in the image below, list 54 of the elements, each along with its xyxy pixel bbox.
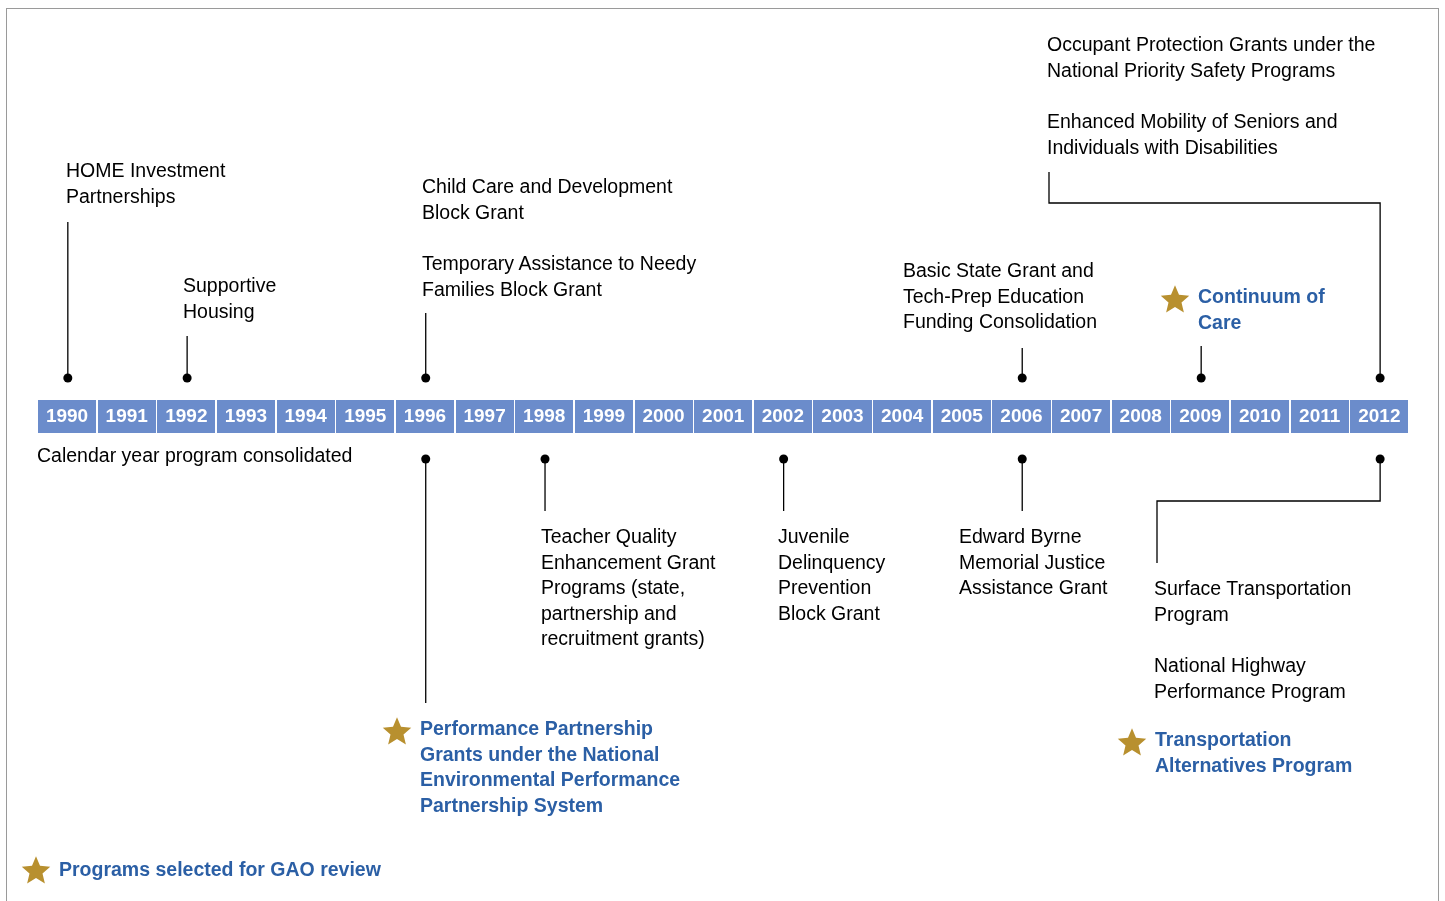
year-cell: 1991 — [97, 400, 156, 433]
leader-line — [182, 335, 192, 383]
year-cell: 2005 — [932, 400, 991, 433]
year-cell: 1992 — [157, 400, 216, 433]
year-cell: 2000 — [634, 400, 693, 433]
year-cell: 2003 — [813, 400, 872, 433]
program-label: Teacher Quality Enhancement Grant Programs (state, partnership and recruitment grants) — [541, 524, 717, 651]
program-label: National Highway Performance Program — [1154, 653, 1347, 704]
year-cell: 2010 — [1231, 400, 1290, 433]
year-cell: 2001 — [694, 400, 753, 433]
leader-line — [1017, 347, 1027, 383]
program-label: Supportive Housing — [183, 273, 278, 324]
year-cell: 2006 — [992, 400, 1051, 433]
year-cell: 2012 — [1350, 400, 1409, 433]
program-label: Juvenile Delinquency Prevention Block Grant — [778, 524, 887, 626]
leader-line — [421, 454, 431, 704]
axis-caption: Calendar year program consolidated — [37, 443, 353, 468]
year-cell: 1995 — [336, 400, 395, 433]
leader-line — [1196, 345, 1206, 383]
year-cell: 2008 — [1111, 400, 1170, 433]
program-label: Surface Transportation Program — [1154, 576, 1353, 627]
leader-line — [1048, 171, 1385, 383]
year-cell: 2004 — [873, 400, 932, 433]
program-label: Edward Byrne Memorial Justice Assistance Grant — [959, 524, 1109, 600]
program-label: Basic State Grant and Tech-Prep Education Funding Consolidation — [903, 258, 1099, 334]
year-cell: 1997 — [455, 400, 514, 433]
legend-text: Programs selected for GAO review — [59, 857, 381, 883]
leader-line — [779, 454, 789, 512]
year-cell: 1994 — [276, 400, 335, 433]
leader-line — [1017, 454, 1027, 512]
program-label: Enhanced Mobility of Seniors and Individuals with Disabilities — [1047, 109, 1339, 160]
program-label: HOME Investment Partnerships — [66, 158, 227, 209]
leader-line — [421, 312, 431, 383]
leader-line — [1156, 454, 1385, 564]
star-icon — [382, 716, 412, 746]
leader-line — [63, 221, 73, 383]
selected-program-label: Performance Partnership Grants under the National Environmental Performance Partnership System — [420, 716, 682, 818]
program-label: Child Care and Development Block Grant — [422, 174, 674, 225]
year-cell: 1996 — [395, 400, 455, 433]
year-cell: 2002 — [753, 400, 812, 433]
selected-program-label: Transportation Alternatives Program — [1155, 727, 1354, 778]
star-icon — [1160, 284, 1190, 314]
year-cell: 2007 — [1052, 400, 1111, 433]
program-label: Temporary Assistance to Needy Families Block Grant — [422, 251, 698, 302]
year-cell: 1993 — [216, 400, 276, 433]
year-cell: 2011 — [1290, 400, 1349, 433]
year-cell: 2009 — [1171, 400, 1230, 433]
year-cell: 1998 — [515, 400, 574, 433]
selected-program-label: Continuum of Care — [1198, 284, 1326, 335]
year-cell: 1990 — [38, 400, 97, 433]
year-cell: 1999 — [574, 400, 633, 433]
star-icon — [1117, 727, 1147, 757]
program-label: Occupant Protection Grants under the National Priority Safety Programs — [1047, 32, 1377, 83]
leader-line — [540, 454, 550, 512]
